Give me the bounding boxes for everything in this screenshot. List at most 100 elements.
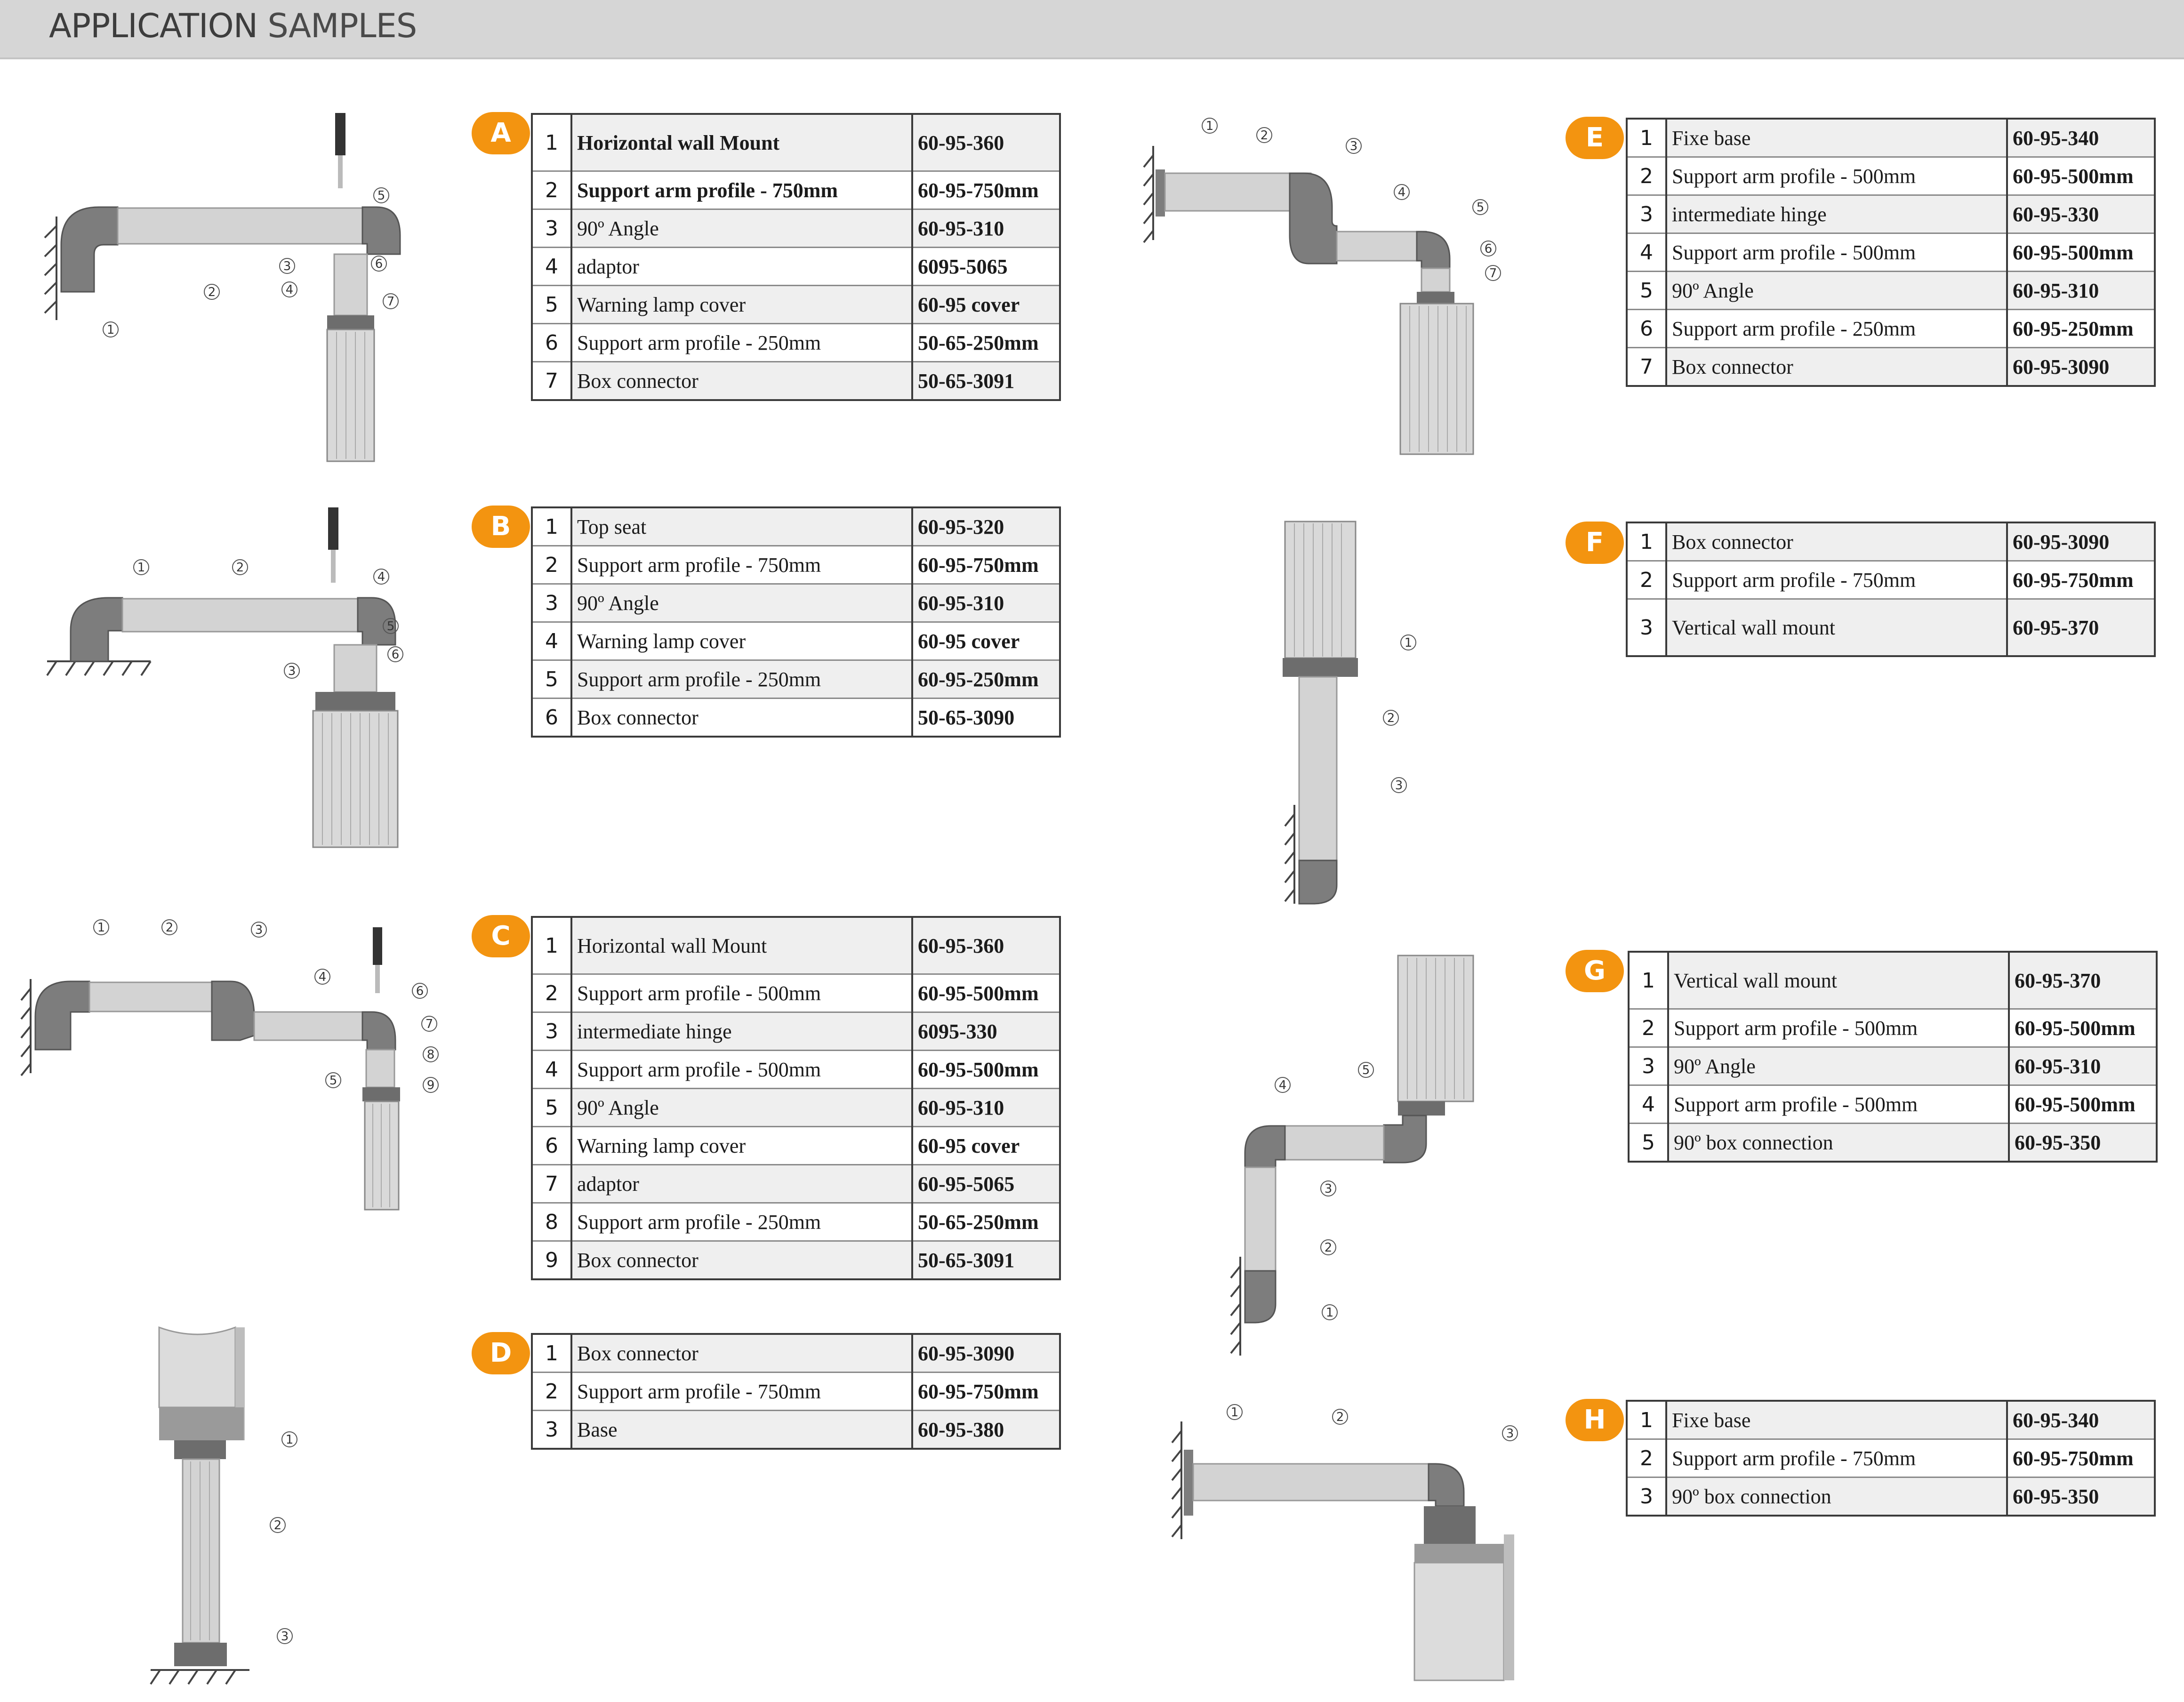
- page-title-strong: APPLICATION: [49, 7, 258, 45]
- svg-text:1: 1: [286, 1433, 294, 1447]
- part-code: 60-95-750mm: [2007, 1439, 2155, 1478]
- row-num: 2: [1627, 157, 1667, 196]
- row-num: 2: [532, 546, 572, 585]
- row-num: 3: [1629, 1047, 1669, 1086]
- row-num: 2: [1629, 1009, 1669, 1048]
- part-code: 6095-5065: [912, 247, 1060, 286]
- diagram-d-illustration: 123: [150, 1326, 297, 1685]
- badge-g: G: [1566, 950, 1624, 992]
- diagram-f-illustration: 123: [1283, 521, 1416, 905]
- part-name: 90º Angle: [1666, 271, 2008, 310]
- row-num: 3: [1627, 599, 1667, 657]
- svg-text:9: 9: [427, 1078, 435, 1092]
- part-code: 60-95-350: [2007, 1477, 2155, 1517]
- part-name: 90º box connection: [1668, 1123, 2010, 1163]
- part-code: 60-95-3090: [912, 1334, 1060, 1373]
- row-num: 2: [1627, 561, 1667, 600]
- row-num: 8: [532, 1203, 572, 1242]
- part-name: Support arm profile - 750mm: [571, 1372, 913, 1411]
- part-name: adaptor: [571, 247, 913, 286]
- badge-e: E: [1566, 117, 1624, 159]
- svg-text:2: 2: [1325, 1241, 1333, 1255]
- part-name: Warning lamp cover: [571, 622, 913, 661]
- svg-text:5: 5: [1362, 1063, 1370, 1077]
- part-name: Box connector: [1666, 522, 2008, 562]
- svg-text:3: 3: [1395, 779, 1403, 793]
- row-num: 5: [532, 1088, 572, 1127]
- svg-text:3: 3: [1350, 139, 1358, 153]
- row-num: 9: [532, 1241, 572, 1280]
- part-code: 60-95-500mm: [2009, 1085, 2157, 1124]
- svg-text:7: 7: [426, 1017, 434, 1031]
- part-name: Support arm profile - 750mm: [571, 546, 913, 585]
- part-name: Support arm profile - 500mm: [1668, 1085, 2010, 1124]
- part-name: Horizontal wall Mount: [571, 917, 913, 975]
- part-code: 60-95-370: [2009, 952, 2157, 1010]
- part-code: 60-95-3090: [2007, 347, 2155, 387]
- row-num: 7: [532, 1164, 572, 1204]
- part-name: adaptor: [571, 1164, 913, 1204]
- part-name: 90º Angle: [571, 1088, 913, 1127]
- row-num: 3: [532, 1410, 572, 1450]
- row-num: 2: [532, 171, 572, 210]
- part-name: Fixe base: [1666, 1401, 2008, 1440]
- row-num: 2: [1627, 1439, 1667, 1478]
- part-code: 50-65-250mm: [912, 323, 1060, 362]
- part-name: 90º box connection: [1666, 1477, 2008, 1517]
- row-num: 4: [532, 622, 572, 661]
- part-code: 50-65-3091: [912, 1241, 1060, 1280]
- badge-d: D: [472, 1332, 530, 1374]
- part-code: 60-95-360: [912, 917, 1060, 975]
- part-code: 60-95-500mm: [2007, 157, 2155, 196]
- svg-text:7: 7: [387, 295, 395, 309]
- svg-text:2: 2: [166, 921, 174, 935]
- part-code: 60-95-500mm: [912, 1050, 1060, 1089]
- part-name: Box connector: [571, 698, 913, 738]
- part-name: Support arm profile - 750mm: [571, 171, 913, 210]
- part-name: 90º Angle: [1668, 1047, 2010, 1086]
- svg-text:3: 3: [288, 664, 296, 678]
- part-name: Support arm profile - 500mm: [1666, 233, 2008, 272]
- part-code: 60-95-380: [912, 1410, 1060, 1450]
- svg-text:3: 3: [283, 259, 291, 273]
- badge-a: A: [472, 112, 530, 154]
- part-name: Support arm profile - 250mm: [571, 660, 913, 699]
- part-code: 60-95-750mm: [912, 546, 1060, 585]
- part-name: Box connector: [571, 361, 913, 401]
- part-code: 60-95-5065: [912, 1164, 1060, 1204]
- row-num: 5: [532, 660, 572, 699]
- row-num: 3: [532, 1012, 572, 1051]
- part-code: 60-95-310: [2007, 271, 2155, 310]
- part-code: 60-95-250mm: [2007, 309, 2155, 348]
- part-code: 60-95-310: [912, 209, 1060, 248]
- part-code: 60-95-320: [912, 507, 1060, 546]
- part-name: Box connector: [571, 1334, 913, 1373]
- svg-text:4: 4: [1279, 1078, 1287, 1092]
- badge-h: H: [1566, 1399, 1624, 1441]
- row-num: 3: [532, 584, 572, 623]
- part-name: intermediate hinge: [1666, 195, 2008, 234]
- part-name: 90º Angle: [571, 584, 913, 623]
- part-code: 60-95-330: [2007, 195, 2155, 234]
- row-num: 1: [1629, 952, 1669, 1010]
- row-num: 6: [532, 1126, 572, 1165]
- part-code: 60-95 cover: [912, 1126, 1060, 1165]
- row-num: 3: [532, 209, 572, 248]
- svg-text:1: 1: [1405, 636, 1413, 650]
- row-num: 1: [532, 1334, 572, 1373]
- svg-text:5: 5: [329, 1074, 337, 1088]
- part-code: 60-95-250mm: [912, 660, 1060, 699]
- row-num: 1: [532, 917, 572, 975]
- row-num: 4: [1629, 1085, 1669, 1124]
- svg-text:6: 6: [375, 257, 383, 271]
- part-name: Support arm profile - 500mm: [571, 974, 913, 1013]
- part-code: 60-95-750mm: [912, 171, 1060, 210]
- part-code: 60-95-500mm: [912, 974, 1060, 1013]
- svg-text:3: 3: [1325, 1182, 1333, 1196]
- row-num: 1: [532, 114, 572, 172]
- svg-text:3: 3: [1506, 1427, 1514, 1441]
